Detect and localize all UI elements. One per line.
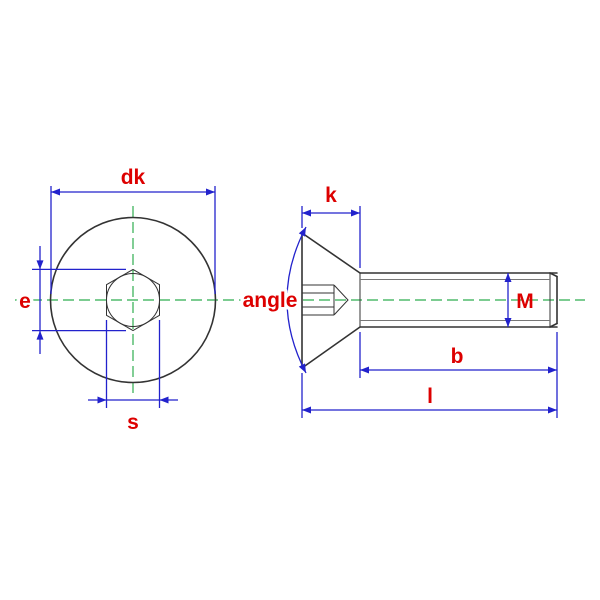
e-arrow-bottom-icon: [36, 330, 44, 340]
b-arrow-left-icon: [360, 366, 369, 374]
head-outer-circle: [49, 216, 217, 384]
dk-label: dk: [121, 166, 146, 189]
s-dimension: s: [88, 320, 178, 434]
s-arrow-left-icon: [97, 396, 107, 404]
angle-label: angle: [243, 289, 298, 312]
end-chamfer-bottom-line: [549, 322, 558, 328]
b-label: b: [451, 345, 464, 368]
l-dimension: l: [301, 373, 557, 418]
l-arrow-right-icon: [548, 406, 557, 414]
socket-cone-tip-line: [333, 284, 349, 316]
l-arrow-left-icon: [302, 406, 311, 414]
k-arrow-right-icon: [351, 209, 360, 217]
l-label: l: [427, 385, 433, 408]
e-dimension: e: [16, 246, 126, 354]
dk-arrow-left-icon: [51, 188, 60, 196]
k-label: k: [325, 184, 337, 207]
angle-dimension: angle: [239, 226, 307, 374]
m-dimension: M: [504, 273, 534, 327]
angle-arc: [286, 226, 307, 374]
dk-dimension: dk: [50, 166, 216, 294]
angle-arrow-bottom-icon: [298, 363, 306, 373]
k-arrow-left-icon: [302, 209, 311, 217]
head-front-view: [49, 216, 217, 384]
head-cone-top-line: [301, 232, 361, 274]
e-arrow-top-icon: [36, 260, 44, 270]
m-arrow-bottom-icon: [504, 318, 512, 327]
dk-arrow-right-icon: [206, 188, 215, 196]
screw-side-view: [301, 232, 558, 369]
head-cone-bottom-line: [301, 326, 361, 369]
socket-inner-circle: [106, 273, 160, 327]
s-label: s: [127, 411, 139, 434]
s-arrow-right-icon: [159, 396, 169, 404]
k-dimension: k: [301, 184, 361, 268]
end-chamfer-top-line: [549, 272, 558, 278]
hex-socket-outline: [106, 268, 160, 332]
b-dimension: b: [359, 332, 558, 418]
centerlines: [15, 206, 585, 394]
thread-lines: [360, 279, 550, 321]
e-label: e: [19, 290, 31, 313]
b-arrow-right-icon: [548, 366, 557, 374]
m-arrow-top-icon: [504, 273, 512, 282]
m-label: M: [516, 290, 534, 313]
hex-socket-side-lines: [302, 284, 349, 316]
angle-arrow-top-icon: [298, 227, 306, 237]
